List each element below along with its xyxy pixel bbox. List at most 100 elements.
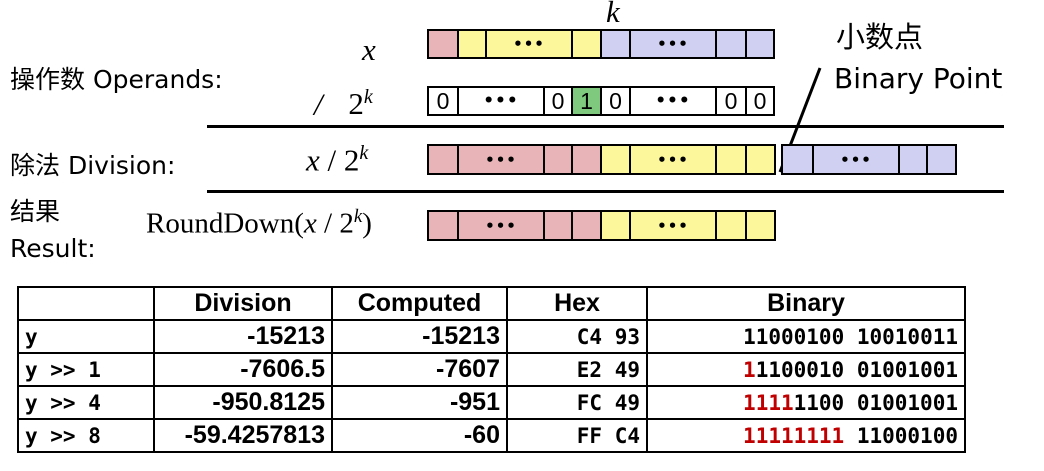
binary-point-label-en: Binary Point: [834, 62, 1003, 95]
int-bits-ellipsis: •••: [631, 212, 717, 239]
int-bit: [747, 146, 774, 173]
sign-bit: [429, 146, 459, 173]
ellipsis-text: •••: [485, 150, 517, 169]
k-superscript: k: [363, 86, 373, 108]
sign-bit: [429, 212, 459, 239]
remaining-bits: 1100 01001001: [793, 390, 958, 415]
k-superscript: k: [359, 142, 369, 164]
computed-cell: -15213: [331, 319, 508, 354]
int-bit: [717, 146, 747, 173]
header-computed: Computed: [331, 286, 508, 321]
int-bit: [602, 212, 631, 239]
sign-bit: [429, 31, 459, 57]
slash-text: /: [314, 86, 323, 122]
ellipsis-text: •••: [655, 91, 691, 111]
binary-cell: 11100010 01001001: [646, 352, 966, 387]
division-cell: -7606.5: [153, 352, 333, 387]
int-bits-ellipsis: •••: [487, 31, 573, 57]
table-row: y >> 1 -7606.5 -7607 E2 49 11100010 0100…: [17, 352, 966, 387]
result-label-cn: 结果: [10, 197, 61, 226]
table-row: y >> 4 -950.8125 -951 FC 49 11111100 010…: [17, 385, 966, 420]
sign-ext-ellipsis: •••: [459, 212, 545, 239]
remaining-bits: 11000100 10010011: [743, 324, 958, 349]
k-superscript: k: [353, 206, 363, 227]
table-row: y >> 8 -59.4257813 -60 FF C4 11111111 11…: [17, 418, 966, 453]
rounddown-prefix: RoundDown(: [146, 207, 304, 240]
div-text: / 2: [319, 142, 360, 178]
sign-ext-ellipsis: •••: [459, 146, 545, 173]
quotient-int-bits: ••• •••: [427, 144, 776, 175]
bit-value: 0: [753, 87, 767, 114]
rounddown-bits: ••• •••: [427, 210, 776, 241]
int-bit: [717, 212, 747, 239]
hex-cell: E2 49: [506, 352, 648, 387]
x-label: x: [362, 32, 376, 67]
int-bit: [602, 146, 631, 173]
remaining-bits: 1100010 01001001: [755, 357, 958, 382]
bit-value: 0: [551, 87, 565, 114]
bit-cell: 0: [602, 88, 631, 114]
sign-extended-bits: 11111111: [743, 423, 845, 448]
divider-top: [207, 125, 1004, 128]
binary-cell: 11111100 01001001: [646, 385, 966, 420]
division-cell: -59.4257813: [153, 418, 333, 453]
bit-cell: 0: [717, 88, 747, 114]
computed-cell: -951: [331, 385, 508, 420]
division-cell: -15213: [153, 319, 333, 354]
result-label-en: Result:: [10, 234, 96, 263]
two-text: 2: [348, 86, 364, 122]
int-bit: [747, 212, 774, 239]
x-text: x: [306, 142, 320, 178]
x-bit-vector: ••• •••: [427, 29, 775, 59]
div-text: / 2: [316, 207, 354, 240]
hex-cell: C4 93: [506, 319, 648, 354]
table-row: y -15213 -15213 C4 93 11000100 10010011: [17, 319, 966, 354]
binary-cell: 11000100 10010011: [646, 319, 966, 354]
frac-bits-ellipsis: •••: [814, 146, 900, 173]
frac-bit: [602, 31, 631, 57]
table-header-row: Division Computed Hex Binary: [17, 286, 966, 321]
frac-bit: [747, 31, 773, 57]
bit-cell: 0: [429, 88, 459, 114]
frac-bits-ellipsis: •••: [631, 31, 717, 57]
ellipsis-text: •••: [483, 91, 519, 111]
header-hex: Hex: [506, 286, 648, 321]
sign-extended-bits: 1: [743, 357, 756, 382]
one-bit-cell: 1: [573, 88, 602, 114]
bit-value: 0: [724, 87, 738, 114]
header-division: Division: [153, 286, 333, 321]
binary-cell: 11111111 11000100: [646, 418, 966, 453]
quotient-label: x / 2k: [306, 142, 368, 178]
bit-cell: 0: [747, 88, 773, 114]
rounddown-suffix: ): [362, 207, 372, 240]
sign-bit: [573, 212, 602, 239]
frac-bit: [783, 146, 814, 173]
header-binary: Binary: [646, 286, 966, 321]
frac-bit: [900, 146, 928, 173]
ellipsis-text: •••: [513, 35, 545, 53]
division-cell: -950.8125: [153, 385, 333, 420]
operands-label: 操作数 Operands:: [10, 65, 223, 94]
divisor-bit-vector: 0 ••• 0 1 0 ••• 0 0: [427, 86, 775, 116]
quotient-frac-bits: •••: [781, 144, 957, 175]
ellipsis-text: •••: [840, 150, 872, 169]
hex-cell: FC 49: [506, 385, 648, 420]
ellipsis-text: •••: [657, 216, 689, 235]
rounddown-label: RoundDown(x / 2k): [146, 206, 372, 241]
sign-extended-bits: 1111: [743, 390, 794, 415]
division-label: 除法 Division:: [10, 151, 176, 180]
expr-cell: y: [17, 319, 155, 354]
int-bit: [573, 31, 602, 57]
bit-value: 0: [436, 87, 450, 114]
binary-point-label-cn: 小数点: [836, 20, 924, 54]
sign-bit: [545, 212, 573, 239]
computed-cell: -60: [331, 418, 508, 453]
hex-cell: FF C4: [506, 418, 648, 453]
expr-cell: y >> 1: [17, 352, 155, 387]
frac-bit: [717, 31, 747, 57]
sign-bit: [545, 146, 573, 173]
results-table: Division Computed Hex Binary y -15213 -1…: [17, 286, 966, 453]
ellipsis-text: •••: [657, 35, 689, 53]
bit-cell: 0: [545, 88, 573, 114]
x-text: x: [303, 207, 317, 240]
